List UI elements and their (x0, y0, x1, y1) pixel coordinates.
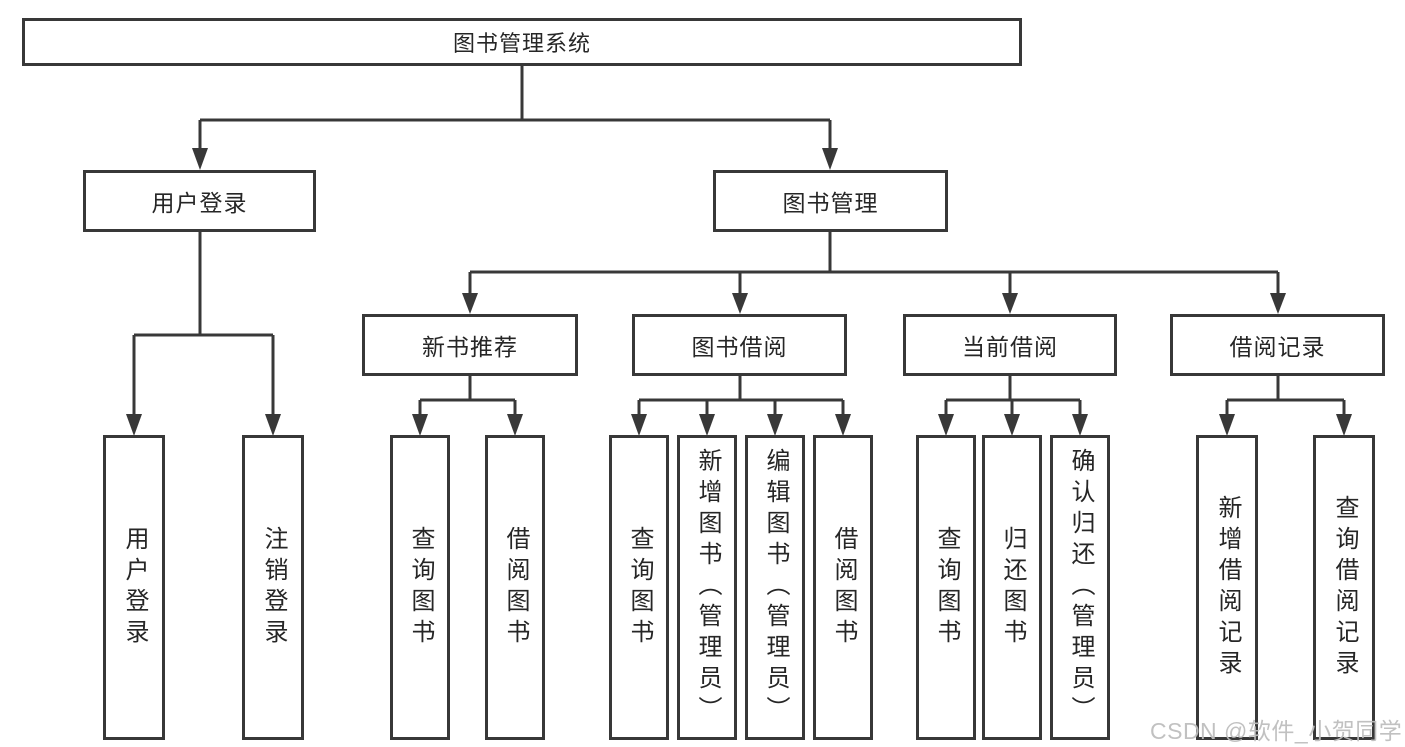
node-label: 归还图书 (999, 525, 1026, 650)
node-label: 借阅图书 (502, 525, 529, 650)
leaf-borrow-books: 借阅图书 (813, 435, 873, 740)
node-book-borrow: 图书借阅 (632, 314, 847, 376)
leaf-add-borrow-record: 新增借阅记录 (1196, 435, 1258, 740)
leaf-query-books-borrow: 查询图书 (609, 435, 669, 740)
connector-book-management-branch (468, 232, 1280, 296)
node-library-management-system: 图书管理系统 (22, 18, 1022, 66)
node-label: 用户登录 (121, 525, 148, 650)
node-label: 图书管理 (782, 190, 879, 216)
node-label: 查询图书 (407, 525, 434, 650)
node-label: 新增图书（管理员） (694, 448, 721, 727)
node-label: 新书推荐 (422, 334, 518, 360)
node-current-borrow: 当前借阅 (903, 314, 1117, 376)
node-label: 查询图书 (933, 525, 960, 650)
leaf-return-book: 归还图书 (982, 435, 1042, 740)
node-user-login: 用户登录 (83, 170, 316, 232)
connector-book-borrow-branch (637, 376, 845, 418)
node-label: 图书管理系统 (452, 31, 591, 56)
node-label: 查询图书 (626, 525, 653, 650)
node-label: 注销登录 (260, 525, 287, 650)
node-label: 用户登录 (151, 190, 248, 216)
node-label: 当前借阅 (962, 334, 1058, 360)
leaf-query-books-current: 查询图书 (916, 435, 976, 740)
node-label: 借阅图书 (830, 525, 857, 650)
leaf-query-borrow-record: 查询借阅记录 (1313, 435, 1375, 740)
node-new-book-recommend: 新书推荐 (362, 314, 578, 376)
node-label: 图书借阅 (691, 334, 788, 360)
node-label: 编辑图书（管理员） (762, 448, 789, 727)
node-label: 新增借阅记录 (1214, 494, 1241, 681)
leaf-logout: 注销登录 (242, 435, 304, 740)
node-label: 借阅记录 (1229, 334, 1326, 360)
node-borrow-records: 借阅记录 (1170, 314, 1385, 376)
leaf-user-login: 用户登录 (103, 435, 165, 740)
node-book-management: 图书管理 (713, 170, 948, 232)
connector-current-borrow-branch (944, 376, 1082, 418)
leaf-edit-book-admin: 编辑图书（管理员） (745, 435, 805, 740)
leaf-add-book-admin: 新增图书（管理员） (677, 435, 737, 740)
connector-borrow-records-branch (1225, 376, 1346, 418)
leaf-confirm-return-admin: 确认归还（管理员） (1050, 435, 1110, 740)
connector-user-login-branch (132, 232, 275, 418)
leaf-borrow-books-recommend: 借阅图书 (485, 435, 545, 740)
leaf-query-books-recommend: 查询图书 (390, 435, 450, 740)
connector-new-book-branch (418, 376, 517, 418)
node-label: 确认归还（管理员） (1067, 448, 1094, 727)
node-label: 查询借阅记录 (1331, 494, 1358, 681)
connector-root-branch (198, 66, 832, 152)
csdn-watermark: CSDN @软件_小贺同学 (1150, 718, 1403, 744)
